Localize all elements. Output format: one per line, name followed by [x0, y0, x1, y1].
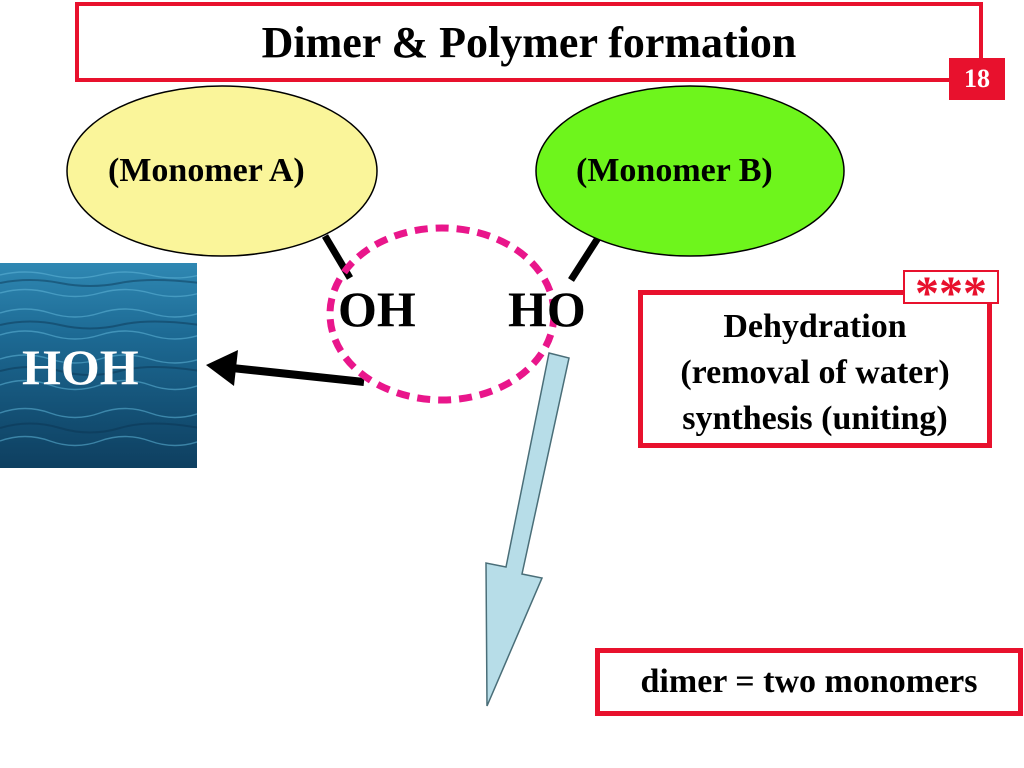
dehydration-line-1: Dehydration: [723, 308, 907, 345]
bond-b: [568, 236, 601, 282]
down-arrow: [485, 352, 570, 707]
monomer-b-ellipse: [535, 85, 845, 257]
emphasis-stars: ***: [903, 270, 999, 318]
hydrogen-group-label: HO: [508, 281, 586, 337]
monomer-a-label: (Monomer A): [108, 152, 305, 189]
monomer-a-ellipse: [66, 85, 378, 257]
arrow-to-water-shaft: [231, 364, 365, 386]
water-waves: [0, 271, 197, 447]
water-label: HOH: [22, 339, 139, 395]
dehydration-line-3: synthesis (uniting): [682, 400, 948, 437]
arrow-to-water-head: [206, 350, 238, 386]
monomer-b-label: (Monomer B): [576, 152, 773, 189]
hydroxyl-group-label: OH: [338, 281, 416, 337]
slide-title: Dimer & Polymer formation: [261, 17, 797, 67]
dehydration-box: Dehydration (removal of water) synthesis…: [638, 290, 992, 448]
dimer-definition-box: dimer = two monomers: [595, 648, 1023, 716]
page-number-badge: 18: [949, 58, 1005, 100]
dimer-definition-text: dimer = two monomers: [640, 663, 978, 700]
dehydration-line-2: (removal of water): [680, 354, 950, 391]
reaction-circle: [326, 224, 558, 404]
water-image: [0, 263, 197, 468]
title-box: Dimer & Polymer formation: [75, 2, 983, 82]
